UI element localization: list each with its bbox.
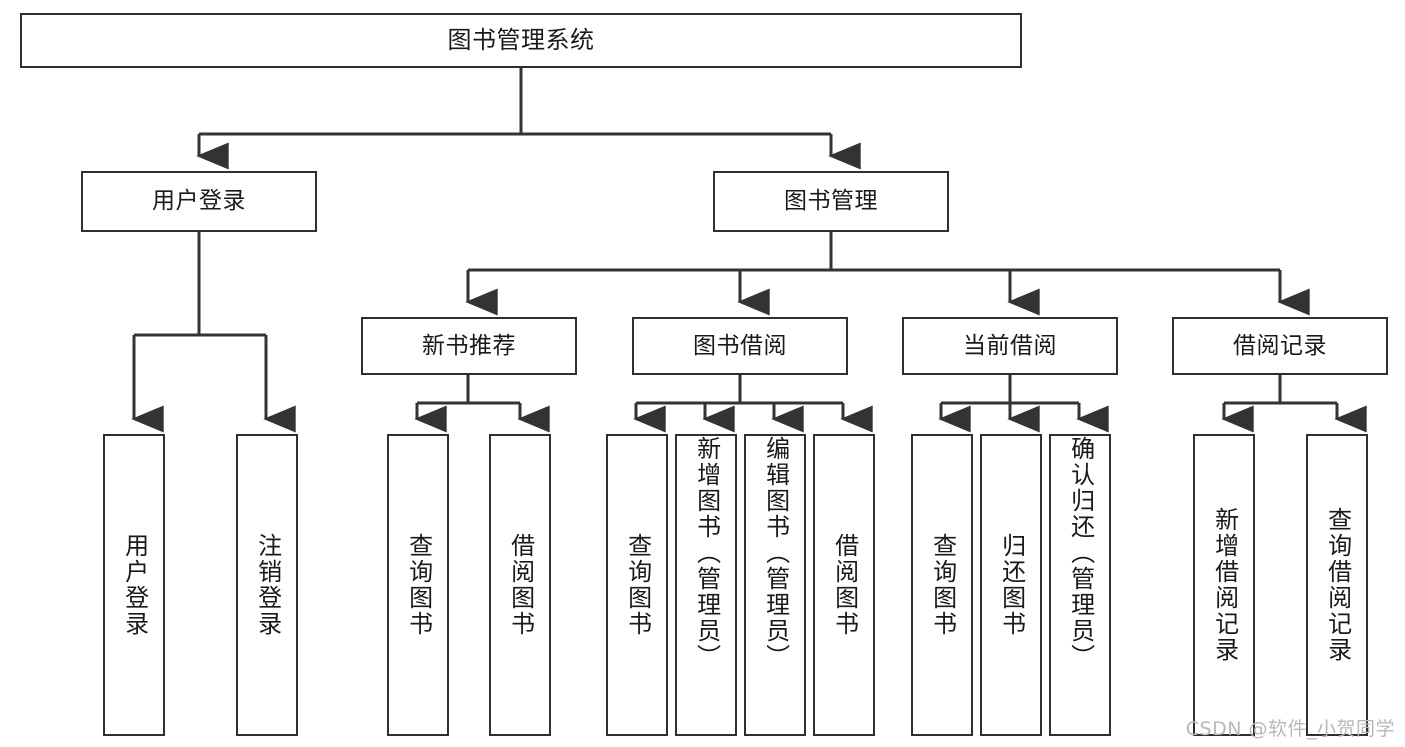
- node-leaf-edit-book[interactable]: 编辑图书（管理员）: [744, 434, 806, 736]
- node-label: 编辑图书（管理员）: [761, 436, 790, 670]
- node-root-system[interactable]: 图书管理系统: [20, 13, 1022, 68]
- node-label: 图书借阅: [693, 332, 787, 359]
- node-label: 新书推荐: [422, 332, 516, 359]
- node-label: 用户登录: [120, 533, 149, 637]
- node-label: 新增借阅记录: [1210, 507, 1239, 663]
- node-label: 注销登录: [253, 533, 282, 637]
- node-label: 新增图书（管理员）: [692, 436, 721, 670]
- node-leaf-query-borrow-record[interactable]: 查询借阅记录: [1306, 434, 1368, 736]
- node-leaf-user-login[interactable]: 用户登录: [103, 434, 165, 736]
- node-label: 查询借阅记录: [1323, 507, 1352, 663]
- node-current-borrow[interactable]: 当前借阅: [902, 317, 1118, 375]
- node-leaf-logout[interactable]: 注销登录: [236, 434, 298, 736]
- node-leaf-borrow-book-recommend[interactable]: 借阅图书: [489, 434, 551, 736]
- node-label: 图书管理系统: [447, 25, 595, 54]
- node-leaf-return-book[interactable]: 归还图书: [980, 434, 1042, 736]
- node-label: 查询图书: [404, 533, 433, 637]
- node-label: 查询图书: [623, 533, 652, 637]
- node-borrow-record[interactable]: 借阅记录: [1172, 317, 1388, 375]
- node-new-book-recommend[interactable]: 新书推荐: [361, 317, 577, 375]
- csdn-watermark: CSDN @软件_小贺同学: [1185, 718, 1395, 740]
- node-leaf-confirm-return[interactable]: 确认归还（管理员）: [1049, 434, 1111, 736]
- node-label: 确认归还（管理员）: [1066, 436, 1095, 670]
- node-user-login[interactable]: 用户登录: [81, 171, 317, 232]
- node-leaf-query-book-current[interactable]: 查询图书: [911, 434, 973, 736]
- node-leaf-add-borrow-record[interactable]: 新增借阅记录: [1193, 434, 1255, 736]
- node-leaf-query-book-recommend[interactable]: 查询图书: [387, 434, 449, 736]
- node-label: 用户登录: [152, 188, 246, 215]
- node-leaf-add-book[interactable]: 新增图书（管理员）: [675, 434, 737, 736]
- node-book-manage[interactable]: 图书管理: [713, 171, 949, 232]
- node-label: 借阅图书: [830, 533, 859, 637]
- node-label: 借阅记录: [1233, 332, 1327, 359]
- node-label: 图书管理: [784, 188, 878, 215]
- node-leaf-borrow-book[interactable]: 借阅图书: [813, 434, 875, 736]
- node-label: 借阅图书: [506, 533, 535, 637]
- node-label: 当前借阅: [963, 332, 1057, 359]
- node-leaf-query-book-borrow[interactable]: 查询图书: [606, 434, 668, 736]
- node-label: 归还图书: [997, 533, 1026, 637]
- node-label: 查询图书: [928, 533, 957, 637]
- node-book-borrow[interactable]: 图书借阅: [632, 317, 848, 375]
